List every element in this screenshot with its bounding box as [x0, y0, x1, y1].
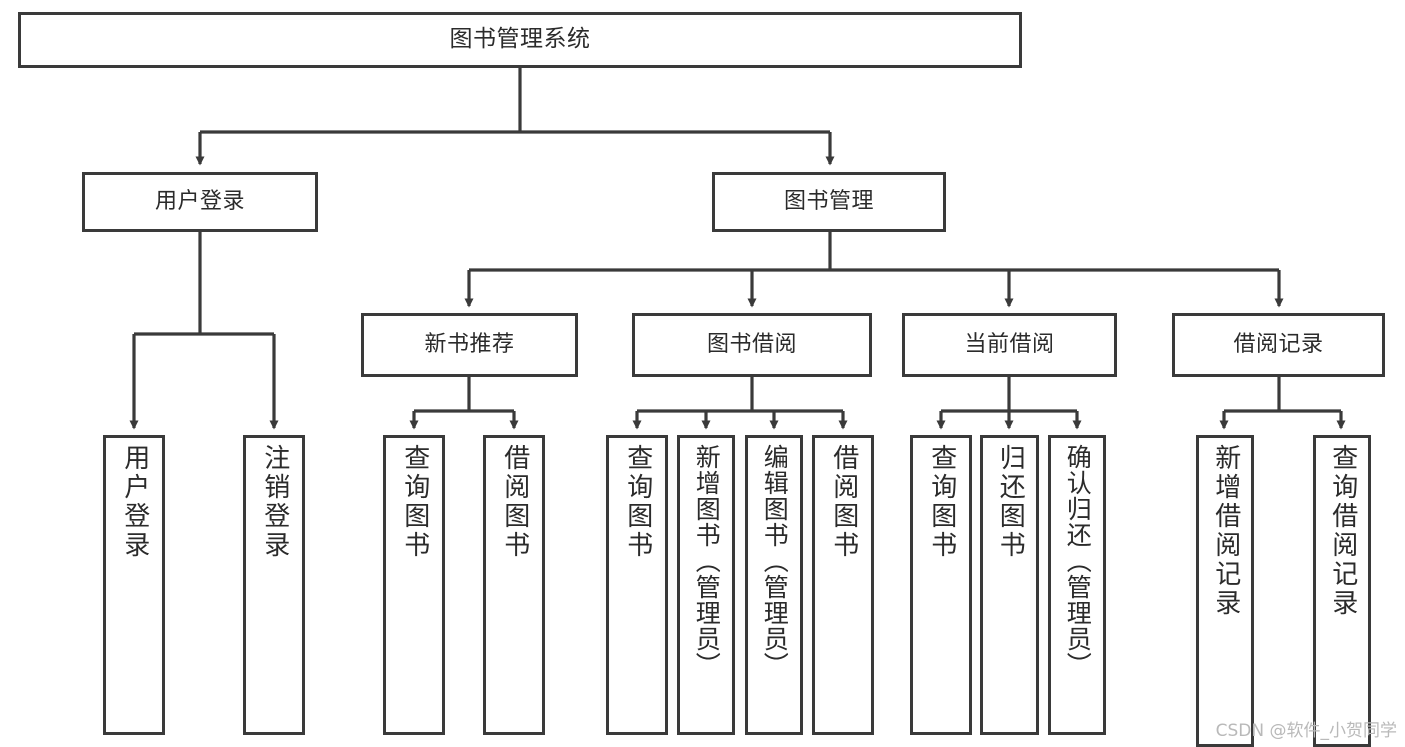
leaf-current-borrow-query[interactable]: 查询图书	[910, 435, 972, 735]
node-label: 图书管理系统	[449, 26, 591, 53]
node-label: 新书推荐	[424, 332, 515, 358]
leaf-new-book-borrow[interactable]: 借阅图书	[483, 435, 545, 735]
leaf-current-borrow-return[interactable]: 归还图书	[980, 435, 1039, 735]
leaf-book-borrow-borrow[interactable]: 借阅图书	[812, 435, 874, 735]
leaf-user-login-login[interactable]: 用户登录	[103, 435, 165, 735]
node-label: 借阅记录	[1233, 332, 1324, 358]
leaf-current-borrow-confirm-return[interactable]: 确认归还（管理员）	[1048, 435, 1106, 735]
node-label: 查询图书	[622, 444, 653, 560]
node-label: 查询借阅记录	[1327, 444, 1358, 618]
node-label: 借阅图书	[499, 444, 530, 560]
node-label: 确认归还（管理员）	[1063, 444, 1093, 678]
node-label: 归还图书	[995, 444, 1026, 560]
node-label: 查询图书	[926, 444, 957, 560]
node-label: 注销登录	[259, 444, 290, 560]
node-current-borrow[interactable]: 当前借阅	[902, 313, 1117, 377]
node-label: 用户登录	[154, 189, 245, 215]
node-book-management[interactable]: 图书管理	[712, 172, 946, 232]
leaf-borrow-record-query[interactable]: 查询借阅记录	[1313, 435, 1371, 747]
node-root-system[interactable]: 图书管理系统	[18, 12, 1022, 68]
leaf-user-login-logout[interactable]: 注销登录	[243, 435, 305, 735]
node-label: 新增图书（管理员）	[692, 444, 722, 678]
node-new-book-recommend[interactable]: 新书推荐	[361, 313, 578, 377]
node-label: 编辑图书（管理员）	[760, 444, 790, 678]
node-label: 用户登录	[119, 444, 150, 560]
leaf-book-borrow-query[interactable]: 查询图书	[606, 435, 668, 735]
node-label: 图书借阅	[706, 332, 797, 358]
leaf-new-book-query[interactable]: 查询图书	[383, 435, 445, 735]
csdn-watermark: CSDN @软件_小贺同学	[1215, 721, 1397, 741]
node-label: 图书管理	[783, 189, 874, 215]
leaf-book-borrow-add[interactable]: 新增图书（管理员）	[677, 435, 735, 735]
leaf-borrow-record-add[interactable]: 新增借阅记录	[1196, 435, 1254, 747]
node-label: 当前借阅	[964, 332, 1055, 358]
node-borrow-record[interactable]: 借阅记录	[1172, 313, 1385, 377]
node-label: 查询图书	[399, 444, 430, 560]
node-user-login[interactable]: 用户登录	[82, 172, 318, 232]
node-label: 借阅图书	[828, 444, 859, 560]
leaf-book-borrow-edit[interactable]: 编辑图书（管理员）	[745, 435, 803, 735]
node-label: 新增借阅记录	[1210, 444, 1241, 618]
node-book-borrow[interactable]: 图书借阅	[632, 313, 872, 377]
